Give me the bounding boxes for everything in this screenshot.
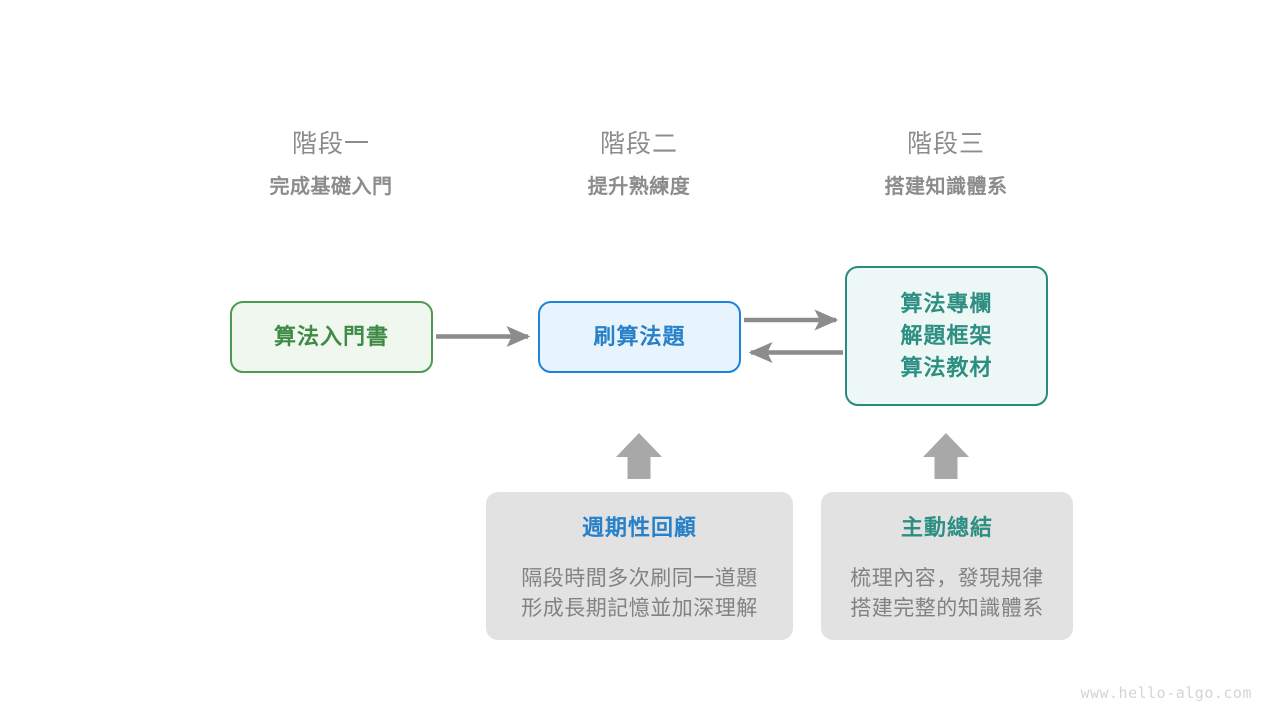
stage-2-subtitle: 提升熟練度 [587, 175, 691, 198]
arrow-review-to-practice [616, 433, 662, 479]
node-resources[interactable]: 算法專欄 解題框架 算法教材 [845, 266, 1048, 406]
note-periodic-review-title: 週期性回顧 [581, 515, 697, 540]
stage-1-subtitle: 完成基礎入門 [269, 175, 393, 198]
node-practice-problems[interactable]: 刷算法題 [538, 301, 741, 373]
note-active-summary[interactable]: 主動總結 梳理內容，發現規律 搭建完整的知識體系 [821, 492, 1073, 640]
stage-1-name: 階段一 [291, 130, 370, 158]
arrow-summary-to-resources [923, 433, 969, 479]
note-active-summary-body-line-1: 梳理內容，發現規律 [850, 567, 1044, 590]
note-active-summary-title: 主動總結 [900, 515, 993, 540]
stage-2-name: 階段二 [599, 130, 678, 158]
note-periodic-review-body-line-2: 形成長期記憶並加深理解 [521, 597, 758, 621]
note-periodic-review-body-line-1: 隔段時間多次刷同一道題 [521, 567, 758, 590]
node-practice-problems-label: 刷算法題 [593, 324, 686, 349]
stage-3-name: 階段三 [906, 130, 985, 158]
stage-header-3: 階段三 搭建知識體系 [816, 130, 1076, 198]
stage-header-2: 階段二 提升熟練度 [509, 130, 769, 198]
stage-header-1: 階段一 完成基礎入門 [201, 130, 461, 198]
node-intro-book-label: 算法入門書 [273, 324, 389, 349]
note-active-summary-body: 梳理內容，發現規律 搭建完整的知識體系 [850, 564, 1044, 625]
note-active-summary-body-line-2: 搭建完整的知識體系 [850, 597, 1044, 621]
node-resources-line-2: 解題框架 [900, 323, 993, 348]
node-resources-line-3: 算法教材 [900, 355, 993, 380]
note-periodic-review-body: 隔段時間多次刷同一道題 形成長期記憶並加深理解 [521, 564, 758, 625]
node-intro-book[interactable]: 算法入門書 [230, 301, 433, 373]
node-resources-line-1: 算法專欄 [900, 291, 993, 316]
stage-3-subtitle: 搭建知識體系 [884, 175, 1008, 198]
watermark: www.hello-algo.com [1080, 684, 1252, 702]
note-periodic-review[interactable]: 週期性回顧 隔段時間多次刷同一道題 形成長期記憶並加深理解 [486, 492, 793, 640]
